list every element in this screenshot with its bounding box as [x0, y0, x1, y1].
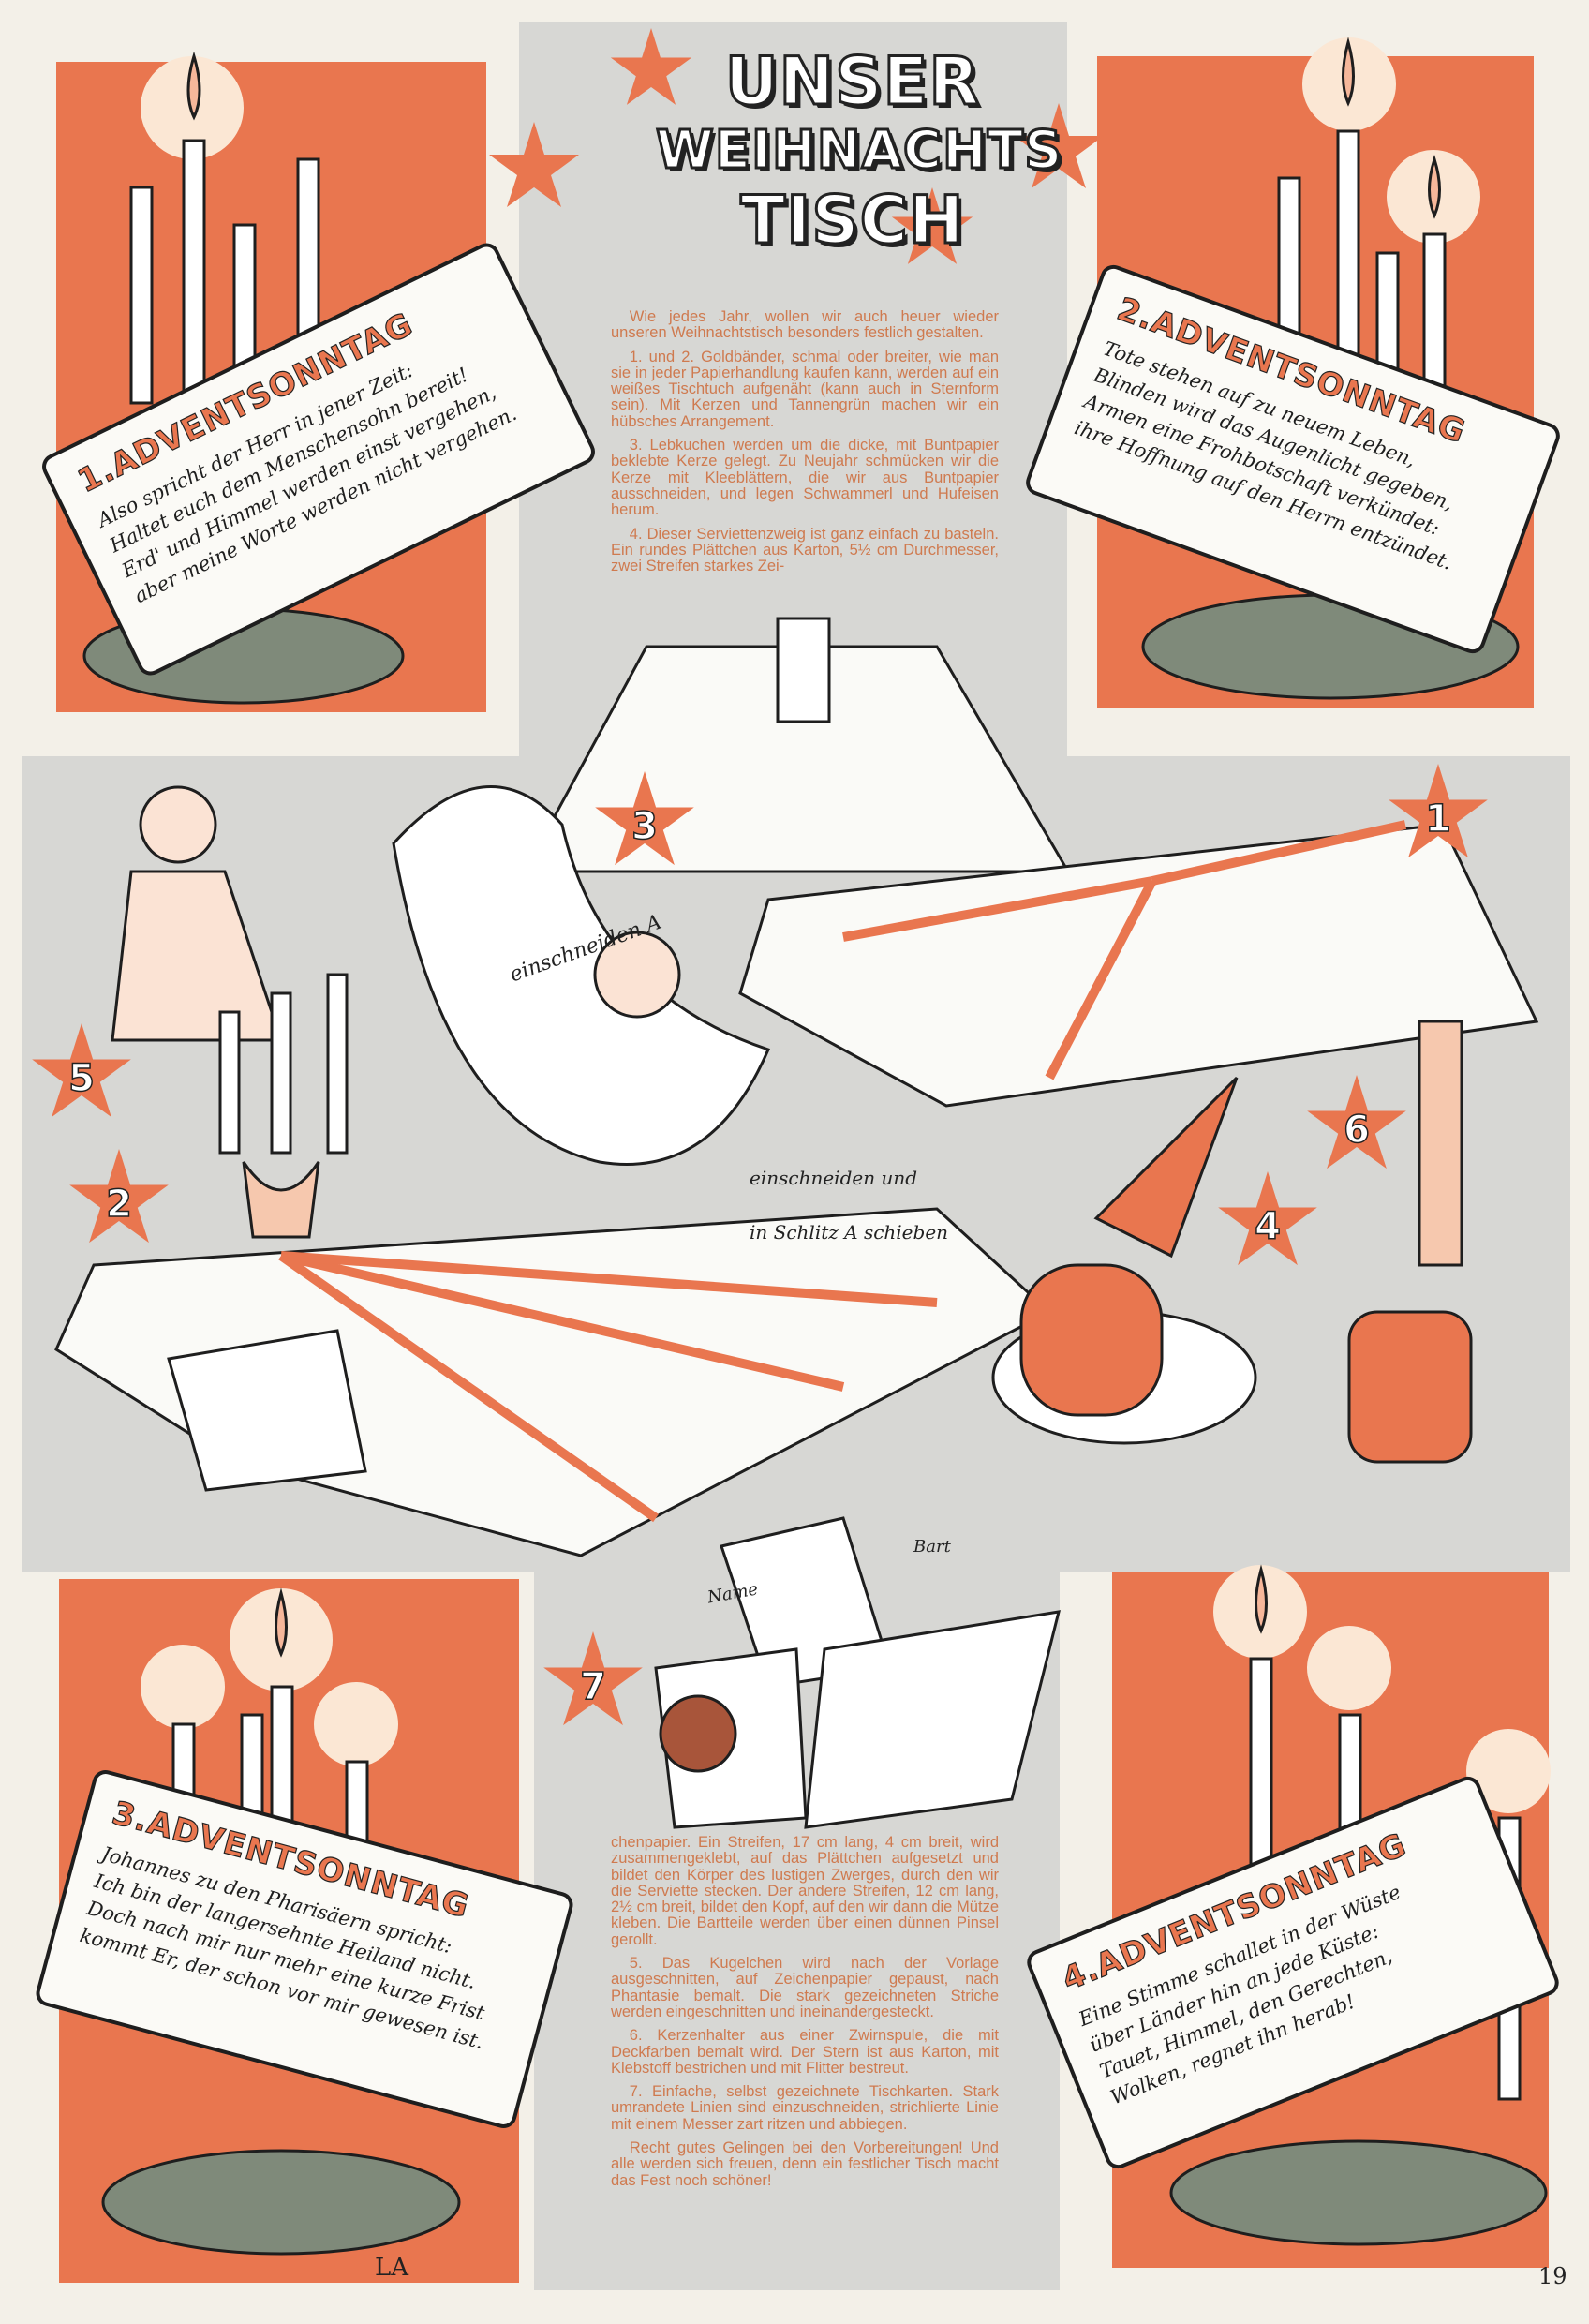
- candles-3: [141, 1587, 398, 1857]
- page-title: UNSER WEIHNACHTS TISCH: [655, 43, 1063, 259]
- page-number: 19: [1538, 2263, 1567, 2289]
- item-number: 6: [1343, 1108, 1370, 1153]
- paragraph: 5. Das Kugelchen wird nach der Vorlage a…: [611, 1955, 999, 2020]
- annotation-beard: Bart: [913, 1537, 951, 1557]
- candles-2: [1277, 37, 1480, 395]
- paragraph: Recht gutes Gelingen bei den Vorbereitun…: [611, 2139, 999, 2189]
- title-line: UNSER: [723, 43, 981, 120]
- paragraph: 6. Kerzenhalter aus einer Zwirnspule, di…: [611, 2027, 999, 2077]
- item-number: 3: [631, 804, 658, 849]
- artist-signature: LA: [375, 2254, 409, 2282]
- title-line: WEIHNACHTS: [655, 119, 1063, 183]
- paragraph: 4. Dieser Serviettenzweig ist ganz einfa…: [611, 525, 999, 575]
- item-number: 2: [105, 1182, 132, 1227]
- paragraph: 7. Einfache, selbst gezeichnete Tischkar…: [611, 2083, 999, 2133]
- annotation-cut-slot: einschneiden und: [750, 1167, 918, 1189]
- paragraph: chenpapier. Ein Streifen, 17 cm lang, 4 …: [611, 1834, 999, 1948]
- annotation-cut-slot: in Schlitz A schieben: [750, 1221, 949, 1244]
- paragraph: Wie jedes Jahr, wollen wir auch heuer wi…: [611, 308, 999, 342]
- item-number: 7: [579, 1664, 606, 1709]
- item-number: 4: [1254, 1204, 1281, 1249]
- paragraph: 3. Lebkuchen werden um die dicke, mit Bu…: [611, 437, 999, 519]
- continued-text-column: chenpapier. Ein Streifen, 17 cm lang, 4 …: [611, 1834, 999, 2197]
- item-number: 5: [67, 1056, 95, 1101]
- item-number: 1: [1424, 797, 1451, 842]
- paragraph: 1. und 2. Goldbänder, schmal oder breite…: [611, 348, 999, 430]
- intro-text-column: Wie jedes Jahr, wollen wir auch heuer wi…: [611, 308, 999, 582]
- title-line: TISCH: [739, 182, 965, 259]
